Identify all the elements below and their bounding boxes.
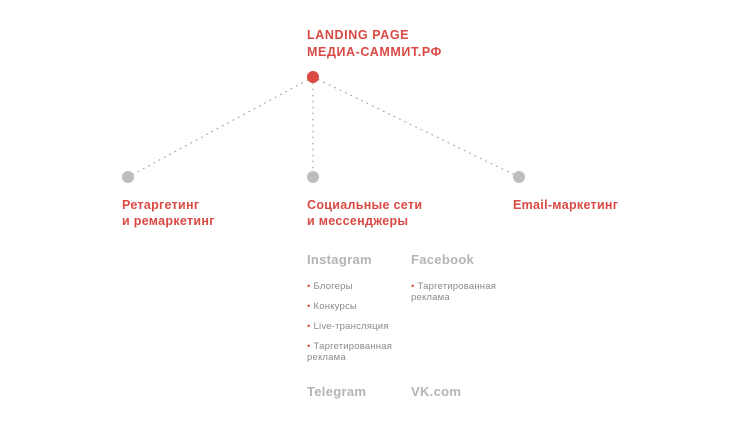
connector-root-to-retargeting	[127, 76, 314, 178]
branch-email: Email-маркетинг	[513, 197, 618, 213]
facebook-item-targeted-ads: •Таргетированная реклама	[411, 281, 497, 303]
network-facebook-title: Facebook	[411, 252, 475, 267]
bullet-dot: •	[411, 281, 415, 292]
root-title: LANDING PAGE МЕДИА-САММИТ.РФ	[307, 27, 442, 61]
branch-retargeting-line1: Ретаргетинг	[122, 198, 200, 212]
root-title-line2: МЕДИА-САММИТ.РФ	[307, 45, 442, 59]
branch-email-line1: Email-маркетинг	[513, 198, 619, 212]
connector-root-to-email	[312, 76, 520, 178]
node-retargeting	[122, 171, 134, 183]
instagram-item-bloggers: •Блогеры	[307, 281, 353, 292]
network-instagram-title: Instagram	[307, 252, 372, 267]
instagram-item-live: •Live-трансляция	[307, 321, 389, 332]
branch-retargeting: Ретаргетинг и ремаркетинг	[122, 197, 215, 229]
bullet-dot: •	[307, 301, 311, 312]
instagram-item-targeted-ads: •Таргетированная реклама	[307, 341, 393, 363]
branch-social-line2: и мессенджеры	[307, 214, 409, 228]
bullet-dot: •	[307, 281, 311, 292]
node-email	[513, 171, 525, 183]
branch-retargeting-line2: и ремаркетинг	[122, 214, 215, 228]
bullet-dot: •	[307, 321, 311, 332]
node-social	[307, 171, 319, 183]
network-telegram-title: Telegram	[307, 384, 367, 399]
instagram-item-contests: •Конкурсы	[307, 301, 357, 312]
network-vk-title: VK.com	[411, 384, 462, 399]
root-title-line1: LANDING PAGE	[307, 28, 410, 42]
branch-social: Социальные сети и мессенджеры	[307, 197, 422, 229]
root-node	[307, 71, 319, 83]
branch-social-line1: Социальные сети	[307, 198, 423, 212]
bullet-dot: •	[307, 341, 311, 352]
